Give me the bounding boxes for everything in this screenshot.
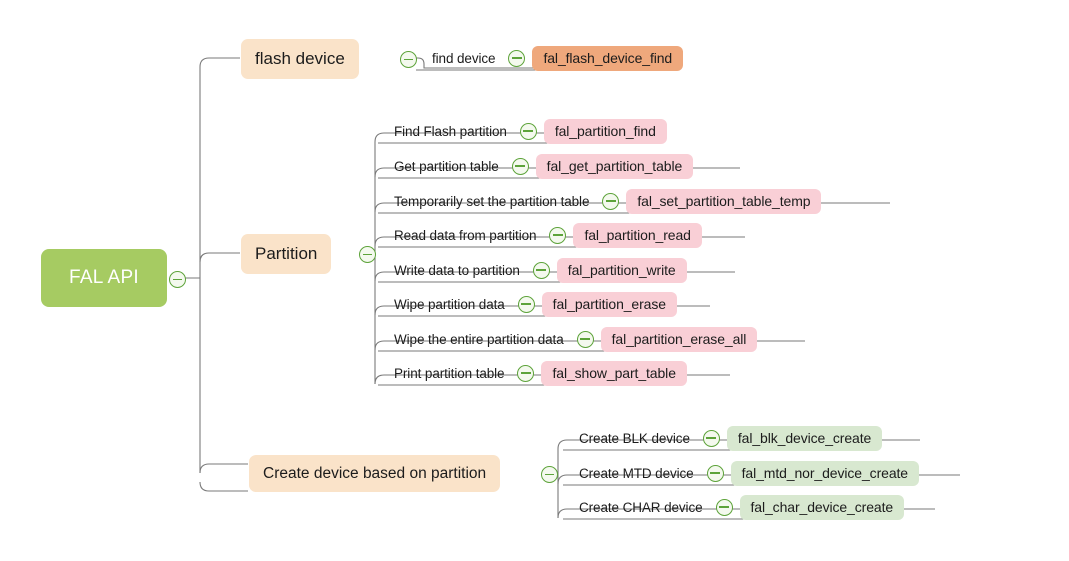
root-collapse-toggle-icon[interactable] (169, 271, 186, 288)
leaf-label: Print partition table (394, 365, 505, 381)
api-chip[interactable]: fal_partition_write (556, 257, 687, 283)
leaf-row-print-partition-table[interactable]: Print partition table fal_show_part_tabl… (390, 360, 687, 386)
leaf-label: Get partition table (394, 158, 499, 174)
leaf-label: Create MTD device (579, 465, 694, 481)
leaf-collapse-toggle-icon[interactable] (508, 49, 526, 67)
branch-node-label: flash device (255, 49, 345, 68)
leaf-label: Wipe the entire partition data (394, 331, 564, 347)
branch-collapse-toggle-icon-flash-device[interactable] (400, 51, 417, 68)
branch-node-partition[interactable]: Partition (241, 234, 332, 274)
leaf-collapse-toggle-icon[interactable] (702, 429, 720, 447)
leaf-row-create-char-device[interactable]: Create CHAR device fal_char_device_creat… (575, 494, 905, 520)
leaf-row-write-data-to-partition[interactable]: Write data to partition fal_partition_wr… (390, 257, 687, 283)
api-chip[interactable]: fal_set_partition_table_temp (626, 188, 822, 214)
api-chip[interactable]: fal_partition_read (573, 222, 702, 248)
branch-node-flash-device[interactable]: flash device (241, 39, 359, 79)
leaf-row-create-mtd-device[interactable]: Create MTD device fal_mtd_nor_device_cre… (575, 460, 919, 486)
leaf-collapse-toggle-icon[interactable] (549, 226, 567, 244)
leaf-collapse-toggle-icon[interactable] (511, 157, 529, 175)
leaf-collapse-toggle-icon[interactable] (517, 364, 535, 382)
api-chip[interactable]: fal_partition_erase_all (600, 326, 758, 352)
leaf-row-read-data-from-partition[interactable]: Read data from partition fal_partition_r… (390, 222, 702, 248)
leaf-label: Create CHAR device (579, 499, 703, 515)
branch-node-label: Create device based on partition (263, 464, 487, 482)
leaf-row-find-device[interactable]: find device fal_flash_device_find (428, 45, 684, 71)
leaf-collapse-toggle-icon[interactable] (532, 261, 550, 279)
leaf-collapse-toggle-icon[interactable] (517, 295, 535, 313)
leaf-row-wipe-the-entire-partition-data[interactable]: Wipe the entire partition data fal_parti… (390, 326, 758, 352)
api-chip[interactable]: fal_blk_device_create (726, 425, 883, 451)
branch-node-label: Partition (255, 244, 318, 263)
branch-collapse-toggle-icon-partition[interactable] (359, 246, 376, 263)
leaf-collapse-toggle-icon[interactable] (576, 330, 594, 348)
api-chip[interactable]: fal_partition_find (543, 118, 667, 144)
api-chip[interactable]: fal_flash_device_find (532, 45, 684, 71)
leaf-row-find-flash-partition[interactable]: Find Flash partition fal_partition_find (390, 118, 667, 144)
leaf-label: Wipe partition data (394, 296, 505, 312)
leaf-row-temporarily-set-the-partition-table[interactable]: Temporarily set the partition table fal_… (390, 188, 822, 214)
leaf-collapse-toggle-icon[interactable] (715, 498, 733, 516)
root-node-label: FAL API (68, 267, 140, 288)
leaf-row-create-blk-device[interactable]: Create BLK device fal_blk_device_create (575, 425, 883, 451)
leaf-row-wipe-partition-data[interactable]: Wipe partition data fal_partition_erase (390, 291, 677, 317)
leaf-collapse-toggle-icon[interactable] (706, 464, 724, 482)
leaf-label: find device (432, 50, 496, 66)
leaf-label: Find Flash partition (394, 123, 507, 139)
leaf-label: Create BLK device (579, 430, 690, 446)
branch-node-create-device-based-on-partition[interactable]: Create device based on partition (249, 455, 501, 492)
api-chip[interactable]: fal_char_device_create (739, 494, 905, 520)
branch-collapse-toggle-icon-create-device[interactable] (541, 466, 558, 483)
api-chip[interactable]: fal_mtd_nor_device_create (730, 460, 919, 486)
api-chip[interactable]: fal_show_part_table (541, 360, 687, 386)
api-chip[interactable]: fal_partition_erase (541, 291, 677, 317)
leaf-row-get-partition-table[interactable]: Get partition table fal_get_partition_ta… (390, 153, 694, 179)
leaf-collapse-toggle-icon[interactable] (602, 192, 620, 210)
leaf-label: Write data to partition (394, 262, 520, 278)
leaf-collapse-toggle-icon[interactable] (519, 122, 537, 140)
leaf-label: Temporarily set the partition table (394, 193, 590, 209)
leaf-label: Read data from partition (394, 227, 537, 243)
root-node-fal-api[interactable]: FAL API (41, 249, 167, 307)
api-chip[interactable]: fal_get_partition_table (535, 153, 694, 179)
